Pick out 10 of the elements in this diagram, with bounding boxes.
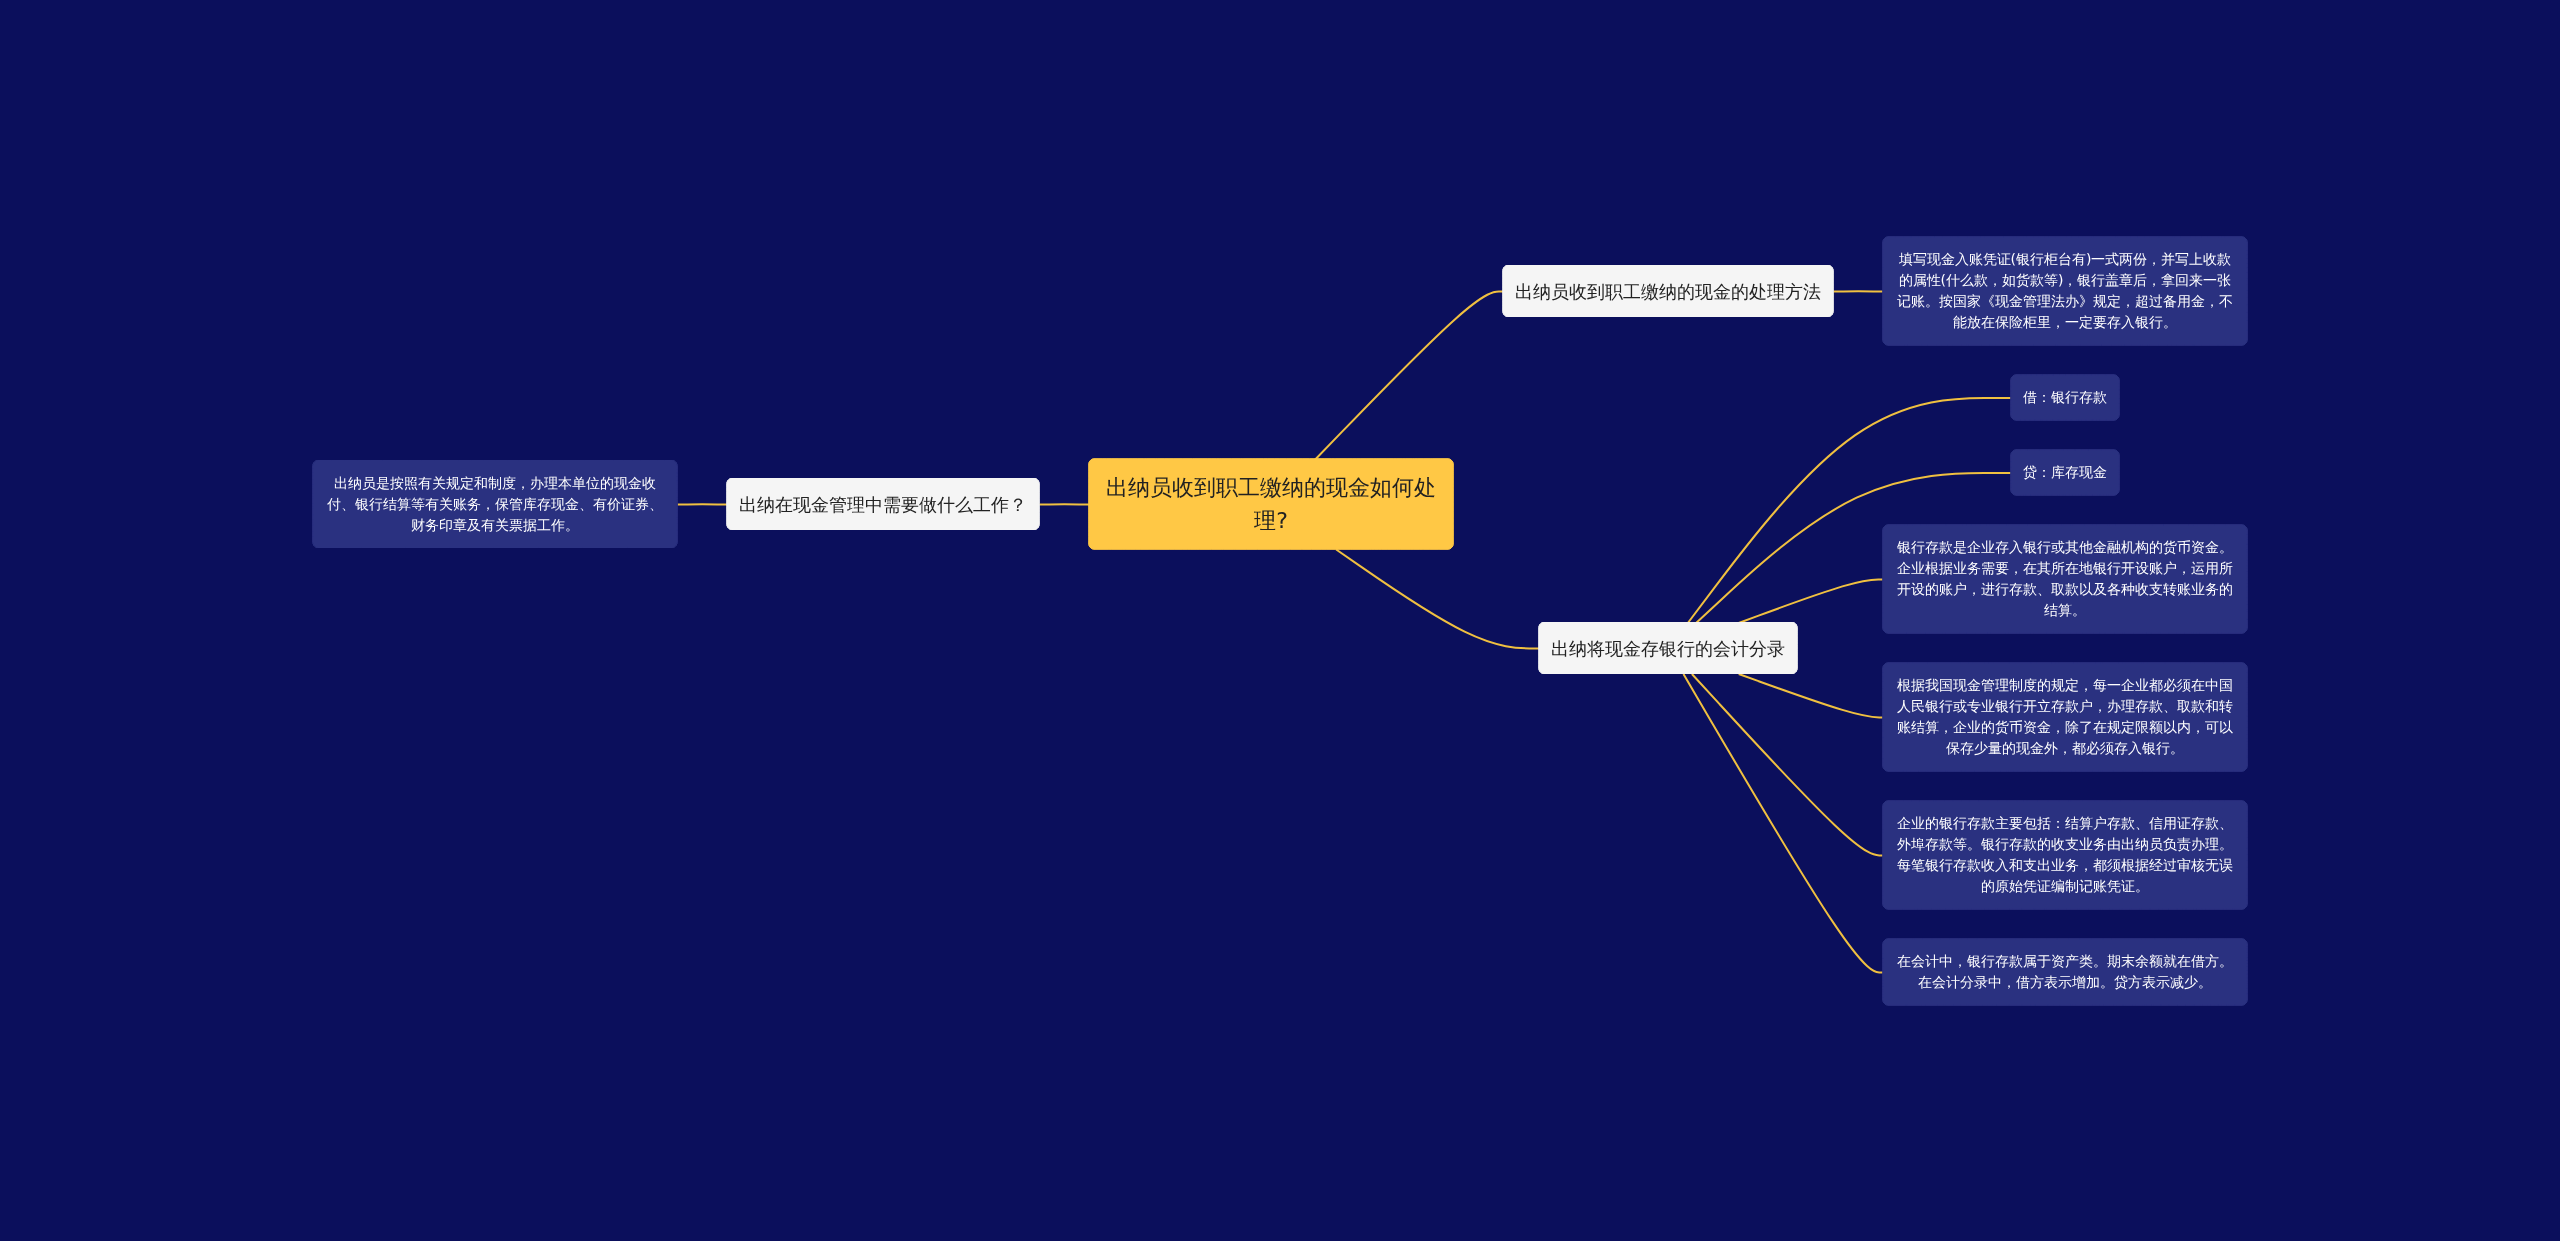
- connector: [1038, 502, 1091, 505]
- connector: [1314, 289, 1505, 460]
- connector: [1686, 396, 2013, 624]
- connector: [1690, 672, 1885, 856]
- connector: [1682, 672, 1885, 973]
- connector: [1335, 548, 1541, 649]
- connector: [676, 502, 729, 505]
- connector: [1832, 289, 1885, 292]
- connector: [1737, 672, 1885, 718]
- connector: [1695, 471, 2013, 624]
